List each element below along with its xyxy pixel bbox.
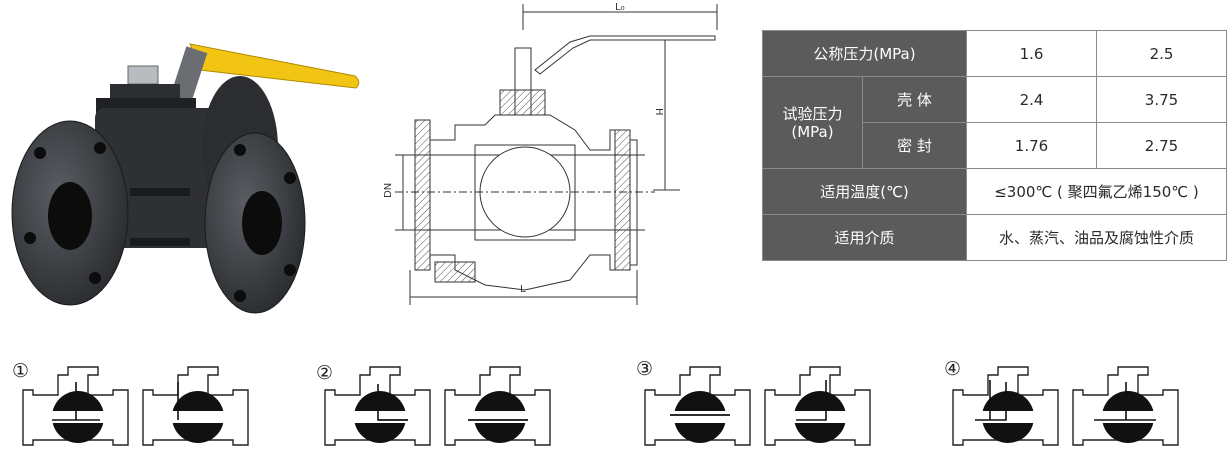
flow-diagram-1 <box>22 366 129 446</box>
ball-channel <box>1102 411 1154 423</box>
ball-channel <box>52 411 104 423</box>
valve-photo <box>11 43 360 314</box>
flow-diagram-4 <box>444 366 551 446</box>
dim-h-label: H <box>653 108 664 116</box>
flow-diagram-5 <box>644 366 751 446</box>
shell-label: 壳 体 <box>862 76 967 123</box>
flow-number-4: ④ <box>944 358 962 380</box>
technical-drawing: L₀ H DN L <box>383 2 718 305</box>
medium-label: 适用介质 <box>762 214 967 261</box>
dim-l-label: L <box>520 284 526 295</box>
ball-channel <box>172 411 224 423</box>
flow-number-2: ② <box>316 362 334 384</box>
ball-channel <box>474 411 526 423</box>
flow-diagram-6 <box>764 366 871 446</box>
shell-value-2: 3.75 <box>1096 76 1227 123</box>
nominal-value-1: 1.6 <box>966 30 1097 77</box>
flow-diagram-2 <box>142 366 249 446</box>
flow-arrow <box>796 380 827 421</box>
ball-channel <box>794 411 846 423</box>
test-pressure-label: 试验压力 (MPa) <box>762 76 863 169</box>
flow-diagram-7 <box>952 366 1059 446</box>
dim-lo-label: L₀ <box>615 2 625 13</box>
ball-channel <box>354 411 406 423</box>
flow-arrow <box>975 382 1007 421</box>
seal-value-2: 2.75 <box>1096 122 1227 169</box>
flow-diagram-8 <box>1072 366 1179 446</box>
ball-channel <box>674 411 726 423</box>
spec-table: 公称压力(MPa) 1.6 2.5 试验压力 (MPa) 壳 体 2.4 3.7… <box>762 30 1227 261</box>
medium-value: 水、蒸汽、油品及腐蚀性介质 <box>966 214 1227 261</box>
nominal-value-2: 2.5 <box>1096 30 1227 77</box>
temperature-label: 适用温度(℃) <box>762 168 967 215</box>
seal-label: 密 封 <box>862 122 967 169</box>
nominal-pressure-label: 公称压力(MPa) <box>762 30 967 77</box>
flow-number-3: ③ <box>636 358 654 380</box>
flow-number-1: ① <box>12 360 30 382</box>
seal-value-1: 1.76 <box>966 122 1097 169</box>
dim-dn-label: DN <box>383 183 394 198</box>
flow-diagram-3 <box>324 366 431 446</box>
handle-lever <box>189 43 360 89</box>
